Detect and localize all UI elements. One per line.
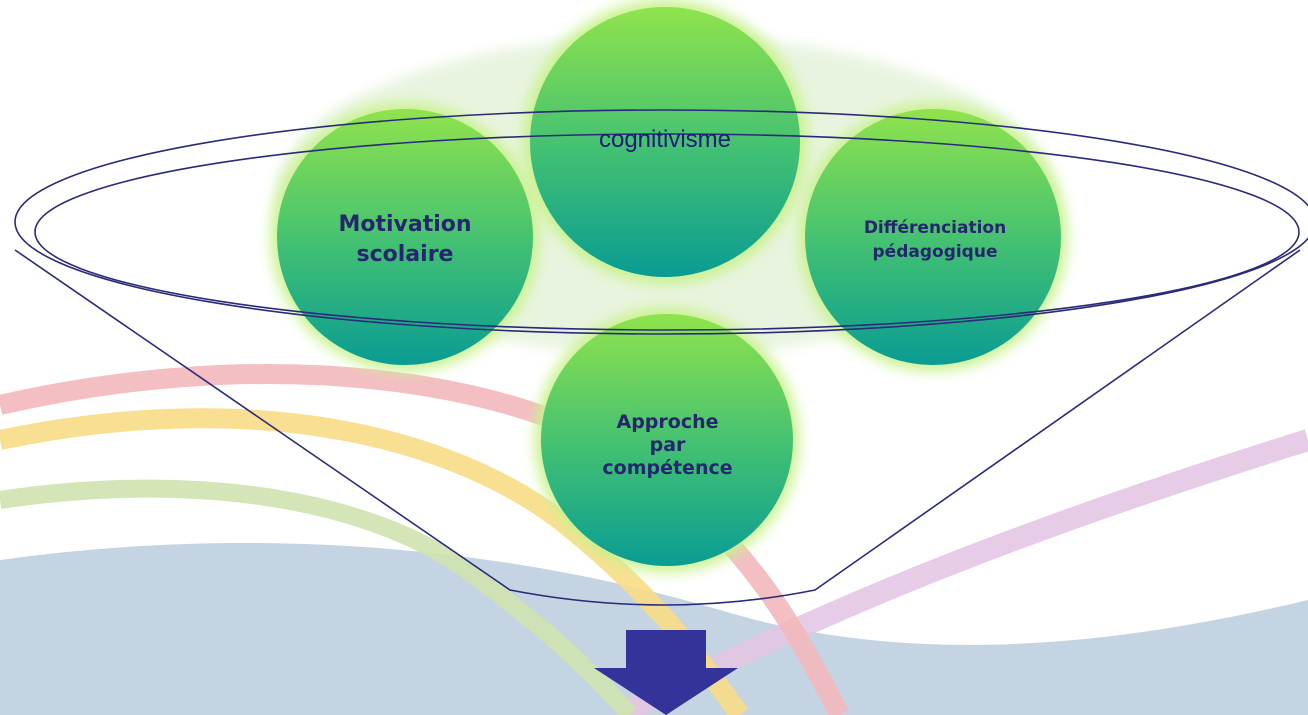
circle-motivation <box>277 109 533 365</box>
funnel-outline <box>14 109 1308 606</box>
funnel-body <box>14 249 1301 606</box>
circle-approche <box>541 314 793 566</box>
wave-blue <box>0 542 1308 715</box>
circle-differenciation <box>805 109 1061 365</box>
wave-green <box>0 479 637 715</box>
funnel-rim-outer <box>14 109 1308 335</box>
funnel-rim-inner <box>34 133 1300 331</box>
circle-cognitivisme <box>530 7 800 277</box>
down-arrow-icon <box>594 630 738 715</box>
background-waves <box>0 364 1308 715</box>
